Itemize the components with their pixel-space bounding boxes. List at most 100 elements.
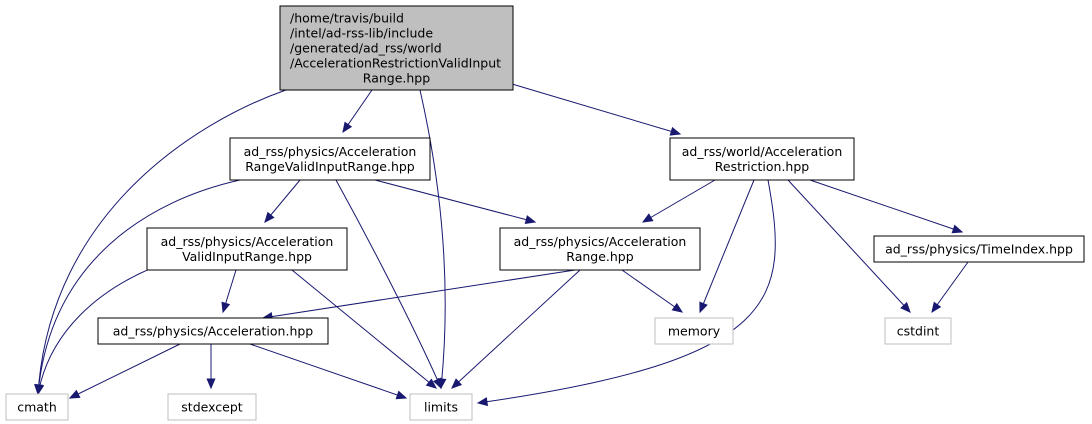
arrow-head-icon [35,383,45,396]
edge-line [809,179,963,233]
arrow-head-icon [433,377,442,390]
node-box [654,317,734,345]
edge-avir-to-acc [221,269,237,314]
node-acc[interactable]: ad_rss/physics/Acceleration.hpp [97,317,329,345]
edge-war-to-ti [809,179,964,234]
node-box [409,393,473,421]
node-box [873,235,1085,263]
node-root[interactable]: /home/travis/build/intel/ad-rss-lib/incl… [279,5,514,91]
arrow-head-icon [524,215,537,224]
node-label-line: ad_rss/physics/Acceleration.hpp [113,324,314,339]
node-label-line: /generated/ad_rss/world [290,41,442,56]
edges-layer [34,83,969,407]
node-ti[interactable]: ad_rss/physics/TimeIndex.hpp [873,235,1085,263]
node-box [499,227,701,271]
arrow-head-icon [68,389,81,399]
edge-root-to-war [511,83,682,136]
arrow-head-icon [476,397,489,407]
edge-line [262,269,576,319]
arrow-head-icon [931,301,942,314]
edge-war-to-cstdint [787,179,911,313]
node-box [669,137,855,181]
node-box [97,317,329,345]
edge-acc-to-limits [249,343,408,400]
edge-root-to-limits [419,89,447,390]
node-box [146,227,348,271]
edge-line [699,179,755,313]
edge-line [335,179,442,389]
edge-war-to-memory [699,179,755,314]
node-label-line: ad_rss/physics/Acceleration [161,234,334,249]
edge-line [37,267,153,395]
node-label-line: stdexcept [181,400,242,415]
node-label-line: /AccelerationRestrictionValidInput [290,56,501,71]
edge-line [37,179,241,395]
edge-line [374,179,536,223]
edge-ar-to-memory [621,269,684,313]
node-memory: memory [654,317,734,345]
edge-acc-to-stdexcept [206,344,216,390]
edge-line [511,83,681,135]
edge-arvir-to-limits [335,179,442,390]
edge-arvir-to-ar [374,179,537,224]
node-box [229,137,431,181]
nodes-layer: /home/travis/build/intel/ad-rss-lib/incl… [5,5,1085,421]
node-label-line: ad_rss/physics/TimeIndex.hpp [885,242,1073,257]
node-box [884,317,952,345]
node-box [279,5,514,91]
edge-avir-to-cmath [35,267,153,396]
edge-line [37,89,287,395]
edge-war-to-ar [641,179,716,223]
node-label-line: ValidInputRange.hpp [182,249,312,264]
node-label-line: RangeValidInputRange.hpp [245,159,415,174]
node-box [167,393,257,421]
edge-line [249,343,407,399]
arrow-head-icon [671,302,684,313]
node-label-line: /home/travis/build [290,11,404,26]
arrow-head-icon [264,211,275,223]
arrow-head-icon [342,121,353,134]
edge-ti-to-cstdint [931,261,969,314]
node-label-line: Range.hpp [363,71,430,86]
edge-arvir-to-avir [264,179,301,223]
edge-arvir-to-cmath [34,179,241,396]
node-stdexcept: stdexcept [167,393,257,421]
edge-line [621,269,683,313]
node-arvir[interactable]: ad_rss/physics/AccelerationRangeValidInp… [229,137,431,181]
edge-line [787,179,911,313]
node-label-line: ad_rss/world/Acceleration [682,144,843,159]
edge-acc-to-cmath [68,343,181,399]
node-avir[interactable]: ad_rss/physics/AccelerationValidInputRan… [146,227,348,271]
edge-line [451,269,581,389]
node-label-line: cmath [17,400,57,415]
edge-war-to-limits [476,179,776,407]
node-label-line: limits [424,400,458,415]
node-label-line: /intel/ad-rss-lib/include [290,26,433,41]
arrow-head-icon [395,390,408,400]
arrow-head-icon [206,378,216,390]
arrow-head-icon [451,378,463,389]
edge-root-to-arvir [342,89,373,134]
edge-ar-to-acc [261,269,576,322]
edge-line [931,261,969,313]
edge-ar-to-limits [451,269,581,389]
node-cstdint: cstdint [884,317,952,345]
node-label-line: Restriction.hpp [715,159,809,174]
node-label-line: ad_rss/physics/Acceleration [244,144,417,159]
node-label-line: ad_rss/physics/Acceleration [514,234,687,249]
arrow-head-icon [641,213,654,223]
node-cmath: cmath [5,393,69,421]
node-label-line: memory [668,324,721,339]
node-box [5,393,69,421]
edge-line [419,89,446,389]
arrow-head-icon [951,224,964,234]
arrow-head-icon [900,301,911,313]
node-war[interactable]: ad_rss/world/AccelerationRestriction.hpp [669,137,855,181]
arrow-head-icon [699,301,708,314]
edge-avir-to-limits [291,269,437,389]
node-limits: limits [409,393,473,421]
edge-line [291,269,437,389]
arrow-head-icon [425,378,437,389]
